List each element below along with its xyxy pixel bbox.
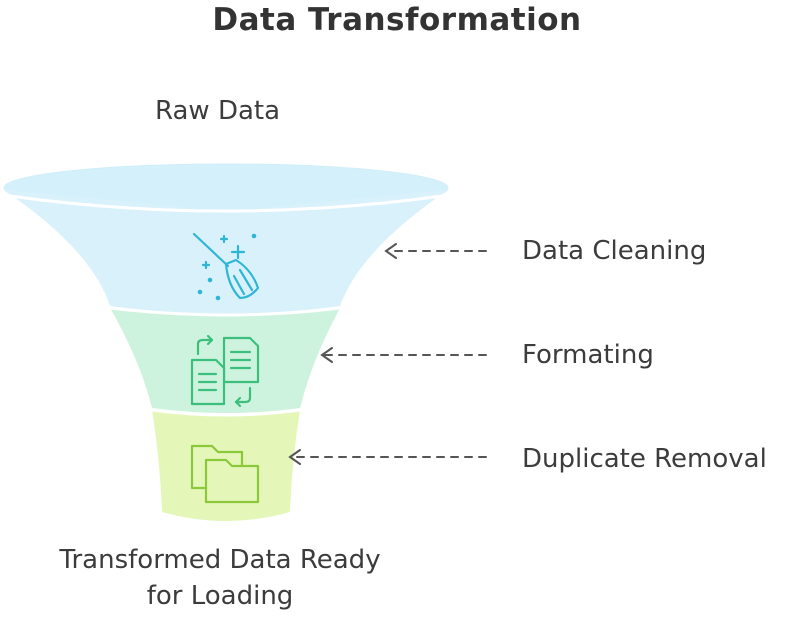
output-label: Transformed Data Ready for Loading bbox=[0, 542, 440, 614]
output-label-line2: for Loading bbox=[146, 581, 294, 611]
arrow-formating-head bbox=[320, 347, 333, 363]
document-convert-icon bbox=[190, 334, 260, 408]
band-divider bbox=[151, 408, 301, 417]
stage-label-cleaning: Data Cleaning bbox=[522, 236, 707, 266]
stage-label-formating: Formating bbox=[522, 340, 654, 370]
arrow-cleaning-head bbox=[384, 243, 397, 259]
diagram-title: Data Transformation bbox=[212, 2, 582, 38]
funnel-rim-edge bbox=[9, 194, 443, 213]
band-divider bbox=[109, 306, 341, 317]
arrow-duplicate-head bbox=[288, 449, 301, 465]
raw-data-label: Raw Data bbox=[155, 96, 281, 126]
output-label-line1: Transformed Data Ready bbox=[59, 545, 381, 575]
stage-cleaning-band bbox=[4, 190, 448, 314]
folders-icon bbox=[190, 444, 260, 504]
stage-label-duplicate: Duplicate Removal bbox=[522, 444, 767, 474]
broom-sparkle-icon bbox=[192, 232, 260, 301]
